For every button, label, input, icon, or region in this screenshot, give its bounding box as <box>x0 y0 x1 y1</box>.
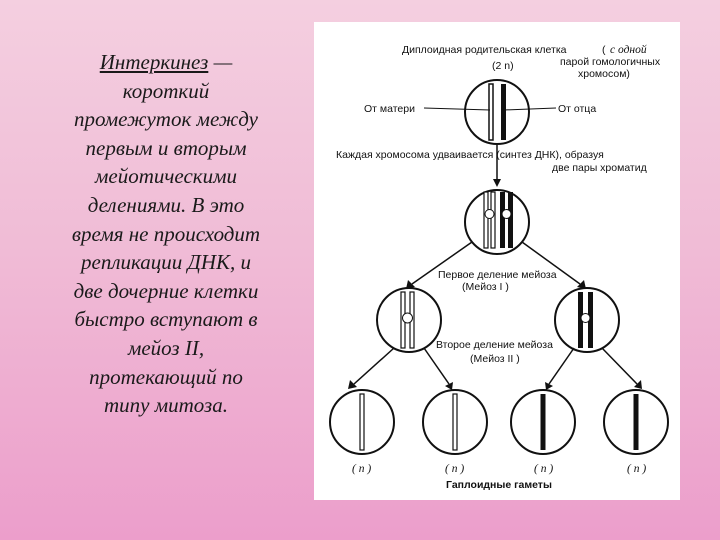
arrowhead <box>577 280 586 289</box>
chromatid <box>588 292 593 348</box>
cell-membrane <box>510 389 576 455</box>
replication-text-1: Каждая хромосома удваивается (синтез ДНК… <box>336 149 604 161</box>
text-line: типу митоза. <box>104 393 228 418</box>
centromere <box>580 313 591 323</box>
text-line: мейотическими <box>95 164 237 189</box>
title-paren: ( <box>602 44 606 56</box>
chromatid <box>578 292 583 348</box>
cell-membrane <box>603 389 669 455</box>
meiosis2-label-2: (Мейоз II ) <box>470 353 520 365</box>
gamete-cell-3 <box>510 389 576 455</box>
meiosis1-label-1: Первое деление мейоза <box>438 269 557 281</box>
meiosis1-label-2: (Мейоз I ) <box>462 281 509 293</box>
text-line: первым и вторым <box>85 135 247 160</box>
gamete-ploidy-label: ( n ) <box>627 463 646 475</box>
cell-membrane <box>464 79 530 145</box>
secondary-cell-right <box>554 287 620 353</box>
cell-membrane <box>329 389 395 455</box>
cell-membrane <box>376 287 442 353</box>
cell-membrane <box>422 389 488 455</box>
title-line2: парой гомологичных <box>560 56 661 68</box>
arrowhead <box>634 380 642 389</box>
title-italic: с одной <box>610 43 647 56</box>
interkinesis-text: Интеркинез — короткий промежуток между п… <box>36 48 296 420</box>
paternal-chromosome <box>501 84 506 140</box>
text-line: промежуток между <box>74 107 258 132</box>
maternal-chromosome <box>488 83 494 141</box>
sister-chromatid-paternal <box>500 192 505 248</box>
term-interkinesis: Интеркинез <box>99 50 209 74</box>
sister-chromatid-paternal <box>508 192 513 248</box>
text-line: быстро вступают в <box>74 307 258 332</box>
gamete-cell-2 <box>422 389 488 455</box>
cell-membrane <box>554 287 620 353</box>
text-line-term: Интеркинез — <box>36 48 296 77</box>
gamete-ploidy-label: ( n ) <box>534 463 553 475</box>
centromere <box>402 312 413 324</box>
cell-membrane <box>464 189 530 255</box>
arrowhead <box>406 280 415 289</box>
parent-cell <box>464 79 530 145</box>
term-dash: — <box>208 50 233 74</box>
text-line: короткий <box>122 78 210 103</box>
text-line: протекающий по <box>89 364 243 389</box>
meiosis2-label-1: Второе деление мейоза <box>436 339 553 351</box>
replication-text-2: две пары хроматид <box>552 162 647 174</box>
pointer-mother <box>423 107 491 111</box>
chromosome <box>633 394 639 450</box>
centromere <box>501 209 512 219</box>
sister-chromatid-maternal <box>490 191 496 249</box>
arrowhead <box>445 382 453 390</box>
meiosis-diagram: Диплоидная родительская клетка ( с одной… <box>314 22 680 500</box>
sister-chromatid-maternal <box>483 191 489 249</box>
pointer-father <box>503 107 557 111</box>
arrow-meiosis2 <box>548 347 575 385</box>
text-line: мейоз II, <box>127 335 205 360</box>
arrow-meiosis2 <box>353 347 395 385</box>
arrowhead <box>348 380 357 389</box>
gamete-ploidy-label: ( n ) <box>445 463 464 475</box>
ploidy-2n-label: (2 n) <box>492 60 514 72</box>
arrowhead <box>493 179 501 187</box>
chromosome <box>452 393 458 451</box>
arrowhead <box>545 382 553 390</box>
arrow-meiosis1-right <box>521 241 581 285</box>
label-from-father: От отца <box>558 103 596 115</box>
arrow-meiosis2 <box>423 347 450 385</box>
gamete-cell-1 <box>329 389 395 455</box>
title-main: Диплоидная родительская клетка <box>402 44 567 56</box>
chromosome <box>540 394 546 450</box>
gametes-caption: Гаплоидные гаметы <box>446 479 552 491</box>
text-line: делениями. В это <box>87 192 245 217</box>
text-line: время не происходит <box>71 221 261 246</box>
gamete-ploidy-label: ( n ) <box>352 463 371 475</box>
label-from-mother: От матери <box>364 103 415 115</box>
secondary-cell-left <box>376 287 442 353</box>
arrow-meiosis1-left <box>411 241 473 285</box>
gamete-cell-4 <box>603 389 669 455</box>
meiosis-diagram-svg: Диплоидная родительская клетка ( с одной… <box>329 43 669 491</box>
centromere <box>484 209 495 219</box>
text-line: репликации ДНК, и <box>81 250 251 275</box>
arrow-meiosis2 <box>601 347 638 385</box>
title-line3: хромосом) <box>578 68 630 80</box>
replicated-cell <box>464 189 530 255</box>
chromosome <box>359 393 365 451</box>
text-line: две дочерние клетки <box>73 278 259 303</box>
